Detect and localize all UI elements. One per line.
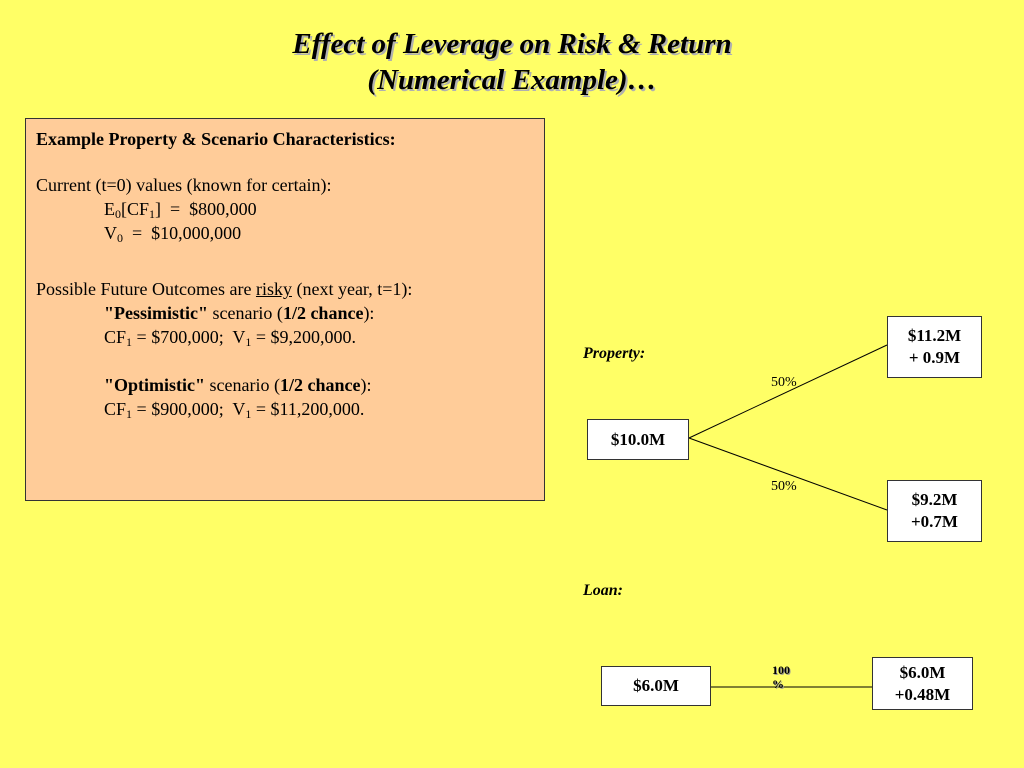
- property-root-node: $10.0M: [587, 419, 689, 460]
- chance-text: 1/2 chance: [282, 303, 364, 323]
- loan-label: Loan:: [583, 582, 623, 599]
- property-up-line2: + 0.9M: [908, 348, 961, 367]
- e0-line: E0[CF1] = $800,000: [104, 199, 257, 221]
- property-label: Property:: [583, 345, 646, 362]
- branch-down-line: [688, 437, 888, 511]
- pess-v: $9,200,000.: [270, 327, 357, 347]
- opt-v: $11,200,000.: [270, 399, 365, 419]
- future-intro-post: (next year, t=1):: [291, 279, 413, 299]
- loan-prob-line1: 100: [772, 663, 790, 677]
- slide-title: Effect of Leverage on Risk & Return (Num…: [0, 26, 1024, 98]
- optimistic-values: CF1 = $900,000; V1 = $11,200,000.: [104, 399, 365, 421]
- pessimistic-heading: "Pessimistic" scenario (1/2 chance):: [36, 301, 534, 325]
- v0-value: $10,000,000: [151, 223, 242, 243]
- property-root-value: $10.0M: [610, 429, 666, 449]
- loan-end-node: $6.0M +0.48M: [872, 657, 973, 710]
- title-line-2: (Numerical Example)…: [367, 64, 657, 96]
- optimistic-label: "Optimistic": [104, 375, 205, 395]
- loan-root-value: $6.0M: [633, 676, 679, 695]
- property-up-line1: $11.2M: [907, 326, 962, 345]
- scenario-word: scenario (: [207, 303, 283, 323]
- loan-root-node: $6.0M: [601, 666, 711, 706]
- box-heading: Example Property & Scenario Characterist…: [36, 129, 396, 149]
- title-line-1: Effect of Leverage on Risk & Return: [292, 28, 732, 60]
- property-down-line2: +0.7M: [911, 512, 958, 531]
- property-down-line1: $9.2M: [911, 490, 958, 509]
- loan-prob-line2: %: [772, 677, 784, 691]
- prob-up-label: 50%: [771, 375, 797, 390]
- property-down-node: $9.2M +0.7M: [887, 480, 982, 542]
- branch-up-line: [688, 344, 888, 439]
- pessimistic-label: "Pessimistic": [104, 303, 208, 323]
- loan-end-line2: +0.48M: [894, 684, 951, 704]
- loan-prob-label: 100 %: [772, 663, 790, 691]
- current-intro: Current (t=0) values (known for certain)…: [36, 175, 332, 195]
- optimistic-heading: "Optimistic" scenario (1/2 chance):: [36, 373, 534, 397]
- scenario-close: ):: [360, 375, 372, 395]
- chance-text: 1/2 chance: [279, 375, 361, 395]
- pess-cf: $700,000: [151, 327, 219, 347]
- scenario-close: ):: [363, 303, 375, 323]
- characteristics-box: Example Property & Scenario Characterist…: [25, 118, 545, 501]
- prob-down-label: 50%: [771, 479, 797, 494]
- pessimistic-values: CF1 = $700,000; V1 = $9,200,000.: [104, 327, 357, 349]
- v0-line: V0 = $10,000,000: [104, 223, 242, 245]
- future-intro-pre: Possible Future Outcomes are: [36, 279, 256, 299]
- future-intro: Possible Future Outcomes are risky (next…: [36, 277, 534, 301]
- property-up-node: $11.2M + 0.9M: [887, 316, 982, 378]
- loan-end-line1: $6.0M: [899, 662, 946, 682]
- risky-word: risky: [255, 279, 292, 299]
- opt-cf: $900,000: [151, 399, 219, 419]
- scenario-word: scenario (: [204, 375, 280, 395]
- e0-value: $800,000: [189, 199, 257, 219]
